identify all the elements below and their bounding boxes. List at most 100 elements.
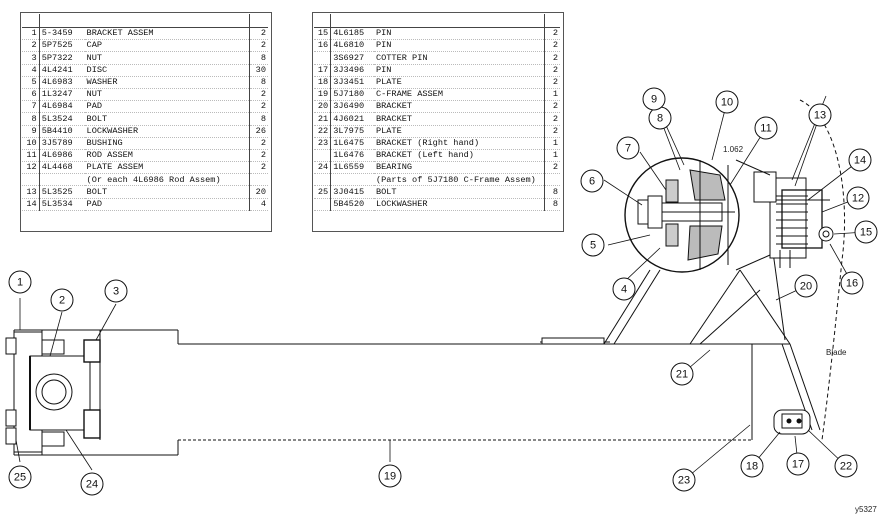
- callout-circle-1: [8, 270, 32, 294]
- callout-label-24: 24: [86, 479, 98, 491]
- callout-circle-22: [834, 454, 858, 478]
- part-description: COTTER PIN: [373, 51, 545, 65]
- spring-assembly: [753, 171, 834, 268]
- callout-label-20: 20: [800, 281, 812, 293]
- ref-number: 24: [314, 161, 332, 175]
- ref-number: 10: [22, 137, 40, 150]
- ref-number: 9: [22, 125, 40, 138]
- left-bracket-assembly: [5, 330, 101, 453]
- part-number: 3J6490: [330, 100, 374, 114]
- callout-label-2: 2: [59, 295, 65, 307]
- ref-number: 5: [22, 76, 40, 89]
- quantity: 2: [543, 76, 560, 89]
- blade-outline: [799, 99, 846, 441]
- quantity: 30: [249, 64, 268, 77]
- quantity: 1: [543, 149, 560, 163]
- part-number: 1L3247: [39, 88, 85, 102]
- part-number: [330, 173, 374, 187]
- ref-number: [314, 198, 332, 211]
- callout-label-11: 11: [760, 123, 771, 135]
- callout-label-14: 14: [854, 155, 866, 167]
- quantity: 26: [249, 125, 268, 138]
- part-description: BRACKET (Right hand): [373, 137, 545, 150]
- callout-circle-5: [581, 233, 605, 257]
- callout-label-16: 16: [846, 278, 858, 290]
- part-number: 4L4241: [39, 64, 85, 77]
- part-number: 4L6185: [330, 27, 374, 41]
- quantity: 8: [543, 198, 560, 211]
- part-description: CAP: [84, 39, 250, 53]
- quantity: 2: [543, 161, 560, 175]
- ref-number: [314, 51, 332, 65]
- table-row: (Parts of 5J7180 C-Frame Assem): [314, 173, 560, 187]
- callout-label-12: 12: [852, 193, 864, 205]
- ref-number: 7: [22, 100, 40, 114]
- table-header: [314, 14, 560, 28]
- part-description: BRACKET (Left hand): [373, 149, 545, 163]
- quantity: 8: [249, 76, 268, 89]
- part-number: 5L3524: [39, 112, 85, 126]
- upper-bracket-arm: [540, 229, 821, 431]
- callout-circle-7: [616, 136, 640, 160]
- callout-label-10: 10: [721, 97, 733, 109]
- quantity: 2: [543, 27, 560, 41]
- ref-number: [22, 173, 40, 187]
- callout-label-3: 3: [113, 286, 119, 298]
- ref-number: 2: [22, 39, 40, 53]
- callout-circle-24: [80, 472, 104, 496]
- ref-number: [314, 149, 332, 163]
- part-number: 5L3525: [39, 185, 85, 199]
- part-number: 3J3496: [330, 64, 374, 77]
- part-number: 1L6476: [330, 149, 374, 163]
- part-description: PLATE: [373, 76, 545, 89]
- ref-number: 12: [22, 161, 40, 175]
- ref-number: 4: [22, 64, 40, 77]
- ref-number: 25: [314, 185, 332, 199]
- part-description: BOLT: [84, 185, 250, 199]
- part-number: 4L4468: [39, 161, 85, 175]
- callout-label-17: 17: [792, 459, 804, 471]
- callout-label-22: 22: [840, 461, 852, 473]
- part-description: C-FRAME ASSEM: [373, 88, 545, 102]
- callout-label-6: 6: [589, 176, 595, 188]
- part-number: 5-3459: [39, 27, 85, 41]
- part-number: 5P7322: [39, 51, 85, 65]
- part-description: WASHER: [84, 76, 250, 89]
- quantity: [249, 173, 268, 187]
- quantity: 2: [249, 88, 268, 102]
- c-frame-beam: [13, 329, 790, 456]
- part-number: 5B4520: [330, 198, 374, 211]
- part-number: 3S6927: [330, 51, 374, 65]
- quantity: 2: [543, 100, 560, 114]
- callout-circle-2: [50, 288, 74, 312]
- ref-number: 16: [314, 39, 332, 53]
- callout-label-9: 9: [651, 94, 657, 106]
- quantity: 2: [249, 100, 268, 114]
- ref-number: 20: [314, 100, 332, 114]
- ref-number: 11: [22, 149, 40, 163]
- ref-number: 13: [22, 185, 40, 199]
- callout-circle-19: [378, 464, 402, 488]
- detail-circle: 1.062: [624, 145, 771, 273]
- quantity: 2: [249, 39, 268, 53]
- callout-circle-13: [808, 103, 832, 127]
- part-description: BRACKET: [373, 112, 545, 126]
- part-description: NUT: [84, 88, 250, 102]
- callout-circle-17: [786, 452, 810, 476]
- detail-dimension-label: 1.062: [723, 145, 744, 154]
- ref-number: 23: [314, 137, 332, 150]
- quantity: 2: [249, 149, 268, 163]
